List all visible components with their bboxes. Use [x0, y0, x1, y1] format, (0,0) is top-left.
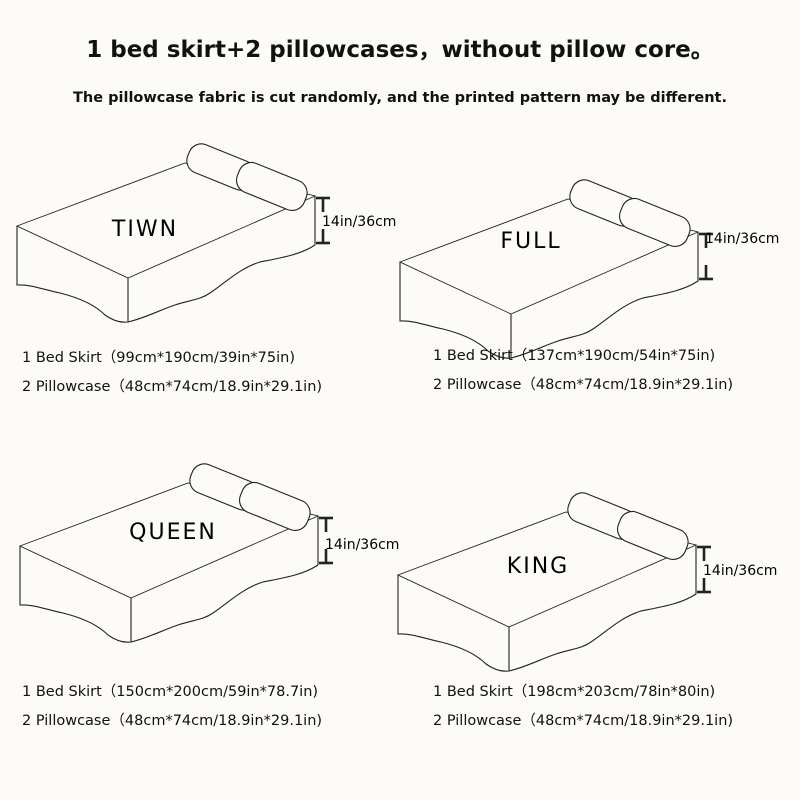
- bed-diagram-king: KING 14in/36cm: [396, 487, 777, 673]
- pillowcase-spec: 2 Pillowcase（48cm*74cm/18.9in*29.1in): [433, 377, 734, 393]
- height-label: 14in/36cm: [325, 537, 399, 553]
- height-label: 14in/36cm: [322, 214, 396, 230]
- bed-skirt-spec: 1 Bed Skirt（99cm*190cm/39in*75in): [22, 350, 295, 366]
- page-subtitle: The pillowcase fabric is cut randomly, a…: [73, 90, 727, 106]
- size-label: KING: [507, 554, 569, 579]
- bed-skirt-spec: 1 Bed Skirt（137cm*190cm/54in*75in): [433, 348, 716, 364]
- bed-skirt-spec: 1 Bed Skirt（198cm*203cm/78in*80in): [433, 684, 716, 700]
- height-label: 14in/36cm: [705, 231, 779, 247]
- bed-diagram-full: FULL 14in/36cm: [398, 174, 779, 360]
- pillowcase-spec: 2 Pillowcase（48cm*74cm/18.9in*29.1in): [433, 713, 734, 729]
- spec-queen: 1 Bed Skirt（150cm*200cm/59in*78.7in) 2 P…: [22, 678, 322, 736]
- bed-diagram-queen: QUEEN 14in/36cm: [18, 458, 399, 644]
- page-title: 1 bed skirt+2 pillowcases，without pillow…: [86, 37, 714, 63]
- size-label: TIWN: [111, 217, 178, 242]
- size-label: QUEEN: [129, 520, 217, 545]
- pillowcase-spec: 2 Pillowcase（48cm*74cm/18.9in*29.1in): [22, 379, 323, 395]
- size-label: FULL: [500, 229, 561, 254]
- height-label: 14in/36cm: [703, 563, 777, 579]
- spec-full: 1 Bed Skirt（137cm*190cm/54in*75in) 2 Pil…: [433, 342, 733, 400]
- pillowcase-spec: 2 Pillowcase（48cm*74cm/18.9in*29.1in): [22, 713, 323, 729]
- spec-king: 1 Bed Skirt（198cm*203cm/78in*80in) 2 Pil…: [433, 678, 733, 736]
- spec-twin: 1 Bed Skirt（99cm*190cm/39in*75in) 2 Pill…: [22, 344, 322, 402]
- bed-skirt-spec: 1 Bed Skirt（150cm*200cm/59in*78.7in): [22, 684, 319, 700]
- bed-diagram-twin: TIWN 14in/36cm: [15, 138, 396, 324]
